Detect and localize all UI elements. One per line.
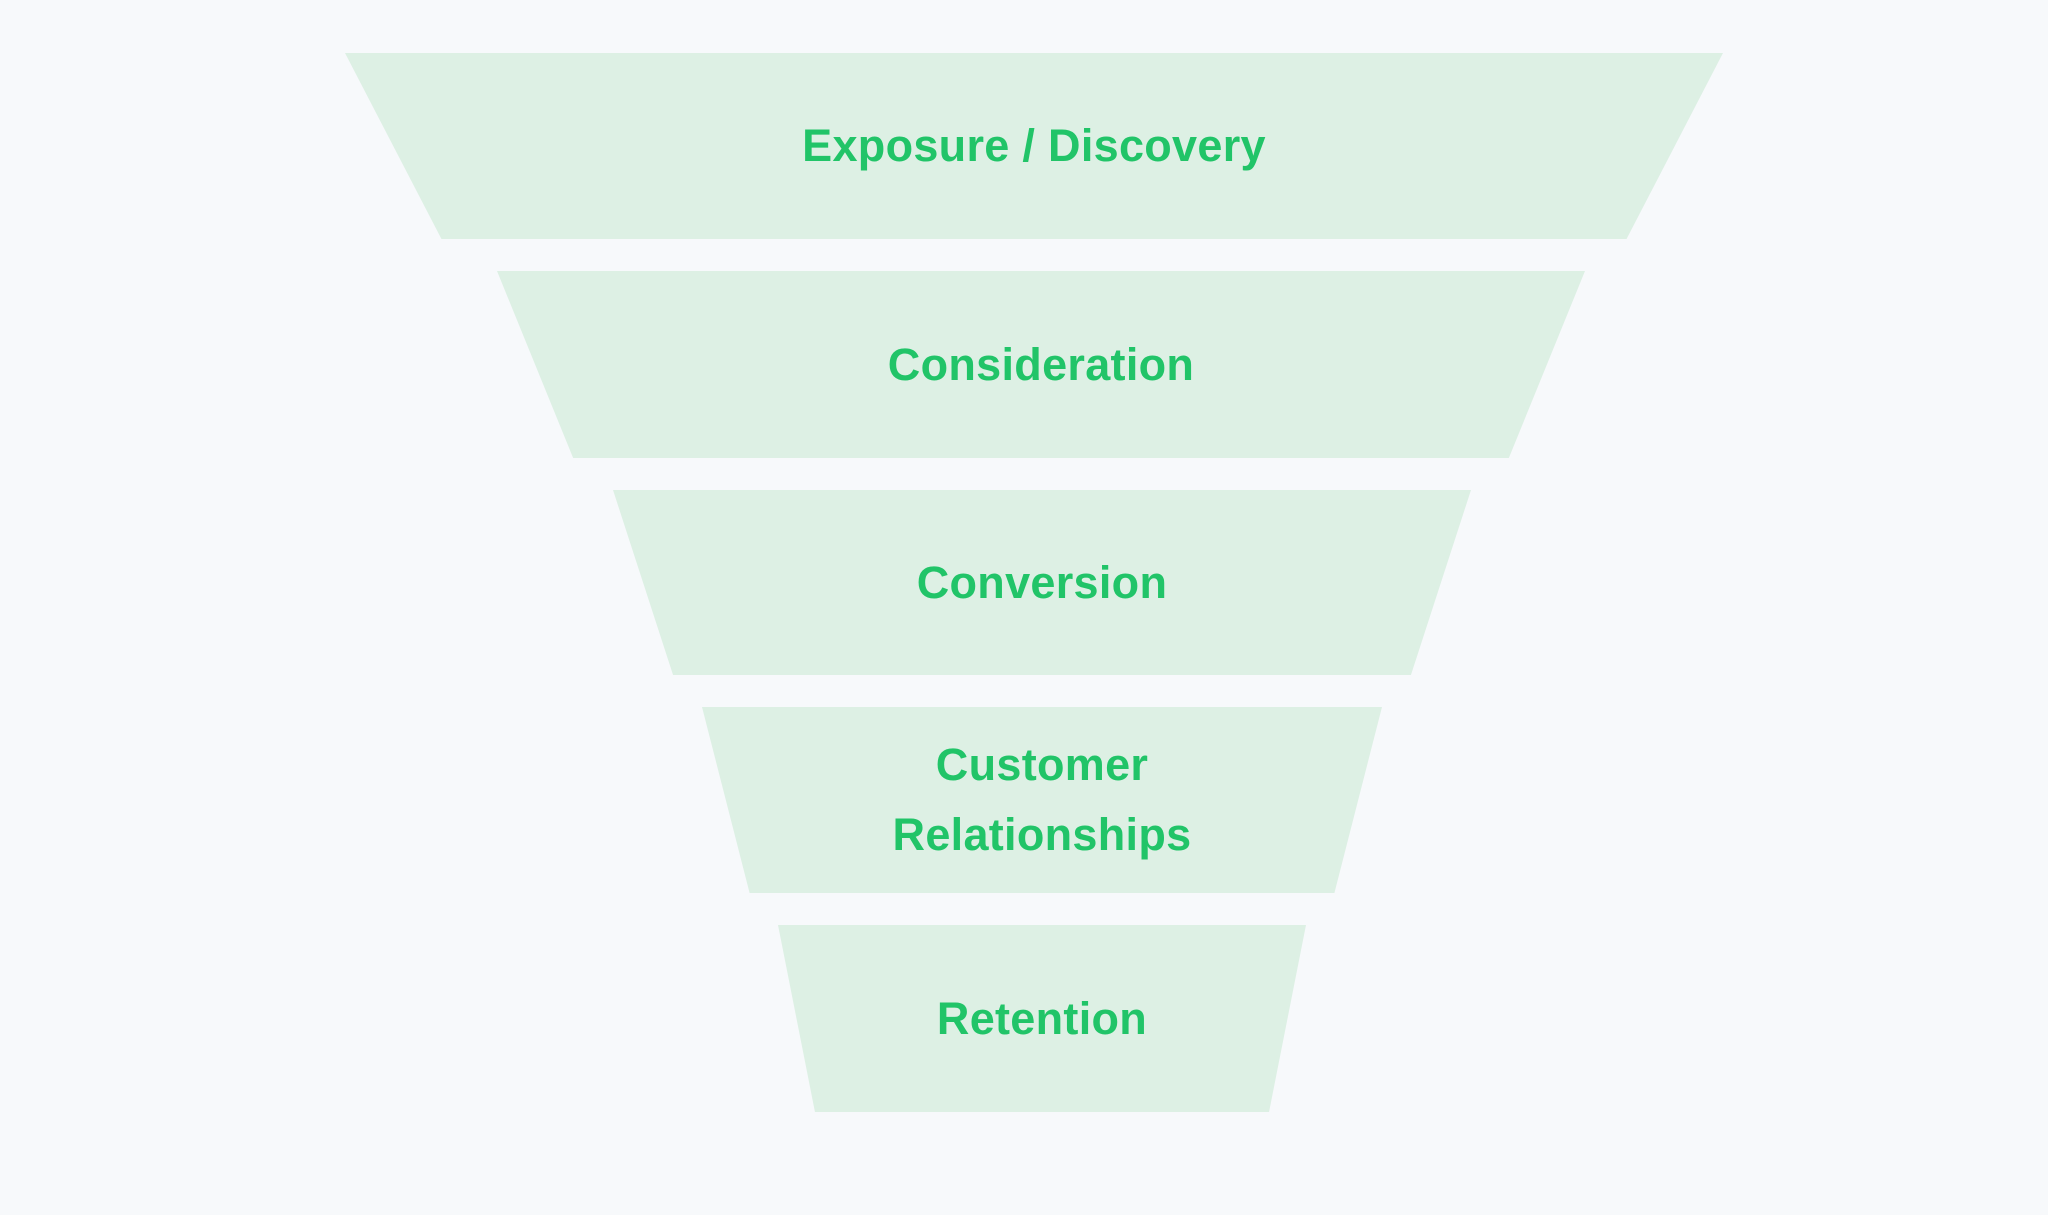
- funnel-stage-conversion: Conversion: [613, 490, 1471, 675]
- funnel-stage-consideration: Consideration: [497, 271, 1585, 458]
- funnel-stage-retention: Retention: [778, 925, 1306, 1112]
- funnel-stage-label-exposure-discovery: Exposure / Discovery: [802, 120, 1266, 172]
- funnel-stage-label-consideration: Consideration: [887, 338, 1195, 390]
- funnel-stage-customer-relationships: Customer Relationships: [702, 707, 1382, 893]
- funnel-stage-label-retention: Retention: [936, 992, 1148, 1044]
- funnel-stage-label-conversion: Conversion: [916, 556, 1168, 608]
- funnel-stage-label-customer-relationships: Customer Relationships: [892, 739, 1192, 860]
- funnel-stage-exposure-discovery: Exposure / Discovery: [345, 53, 1723, 239]
